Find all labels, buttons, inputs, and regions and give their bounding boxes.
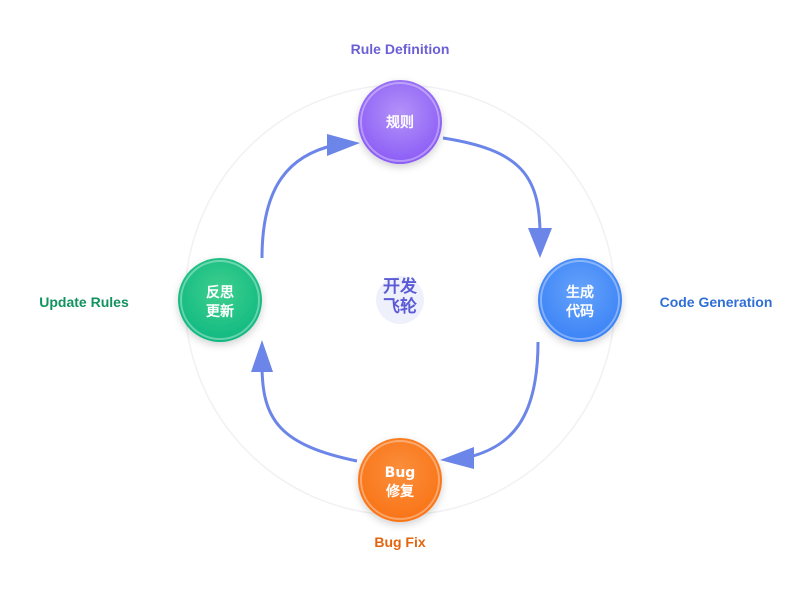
stage-node-update-rules[interactable]	[178, 258, 262, 342]
stage-label-update-rules: Update Rules	[39, 294, 129, 310]
stage-node-code-generation[interactable]	[538, 258, 622, 342]
cycle-arrows	[251, 134, 552, 469]
arrowhead-code	[528, 228, 552, 258]
stage-node-text-line1: Bug	[385, 465, 416, 481]
center-hub-circle	[376, 276, 424, 324]
center-title-line1: 开发	[383, 276, 418, 297]
stage-node-ring	[540, 260, 620, 340]
arrowhead-bug	[440, 447, 474, 469]
stage-node-bug-fix[interactable]	[358, 438, 442, 522]
stage-node-ring	[360, 440, 440, 520]
stage-node-text-line1: 反思	[206, 284, 234, 301]
arrow-rule-to-code	[442, 136, 542, 236]
stage-label-code-generation: Code Generation	[660, 294, 773, 310]
stage-rule-definition[interactable]: 规则 Rule Definition	[351, 41, 450, 164]
stage-code-generation[interactable]: 生成 代码 Code Generation	[538, 258, 772, 342]
stage-node-ring	[180, 260, 260, 340]
stage-node-ring	[360, 82, 440, 162]
arrowhead-rule	[327, 134, 360, 156]
center-title-line2: 飞轮	[383, 296, 417, 317]
stage-update-rules[interactable]: 反思 更新 Update Rules	[39, 258, 262, 342]
stage-bug-fix[interactable]: Bug 修复 Bug Fix	[358, 438, 442, 550]
stage-label-rule-definition: Rule Definition	[351, 41, 450, 57]
stage-node-text-line2: 修复	[385, 483, 415, 500]
stage-node-rule-definition[interactable]	[358, 80, 442, 164]
center-hub: 开发 飞轮	[376, 276, 424, 324]
stage-node-text-line1: 规则	[386, 114, 414, 131]
arrow-code-to-bug	[464, 341, 540, 460]
arrowhead-update	[251, 340, 273, 372]
stage-node-text-line2: 代码	[565, 303, 594, 320]
stage-node-text-line1: 生成	[566, 284, 594, 301]
stage-node-text-line2: 更新	[206, 303, 234, 320]
arrow-update-to-rule	[260, 143, 336, 259]
arrow-bug-to-update	[260, 364, 358, 463]
stage-label-bug-fix: Bug Fix	[374, 534, 426, 550]
